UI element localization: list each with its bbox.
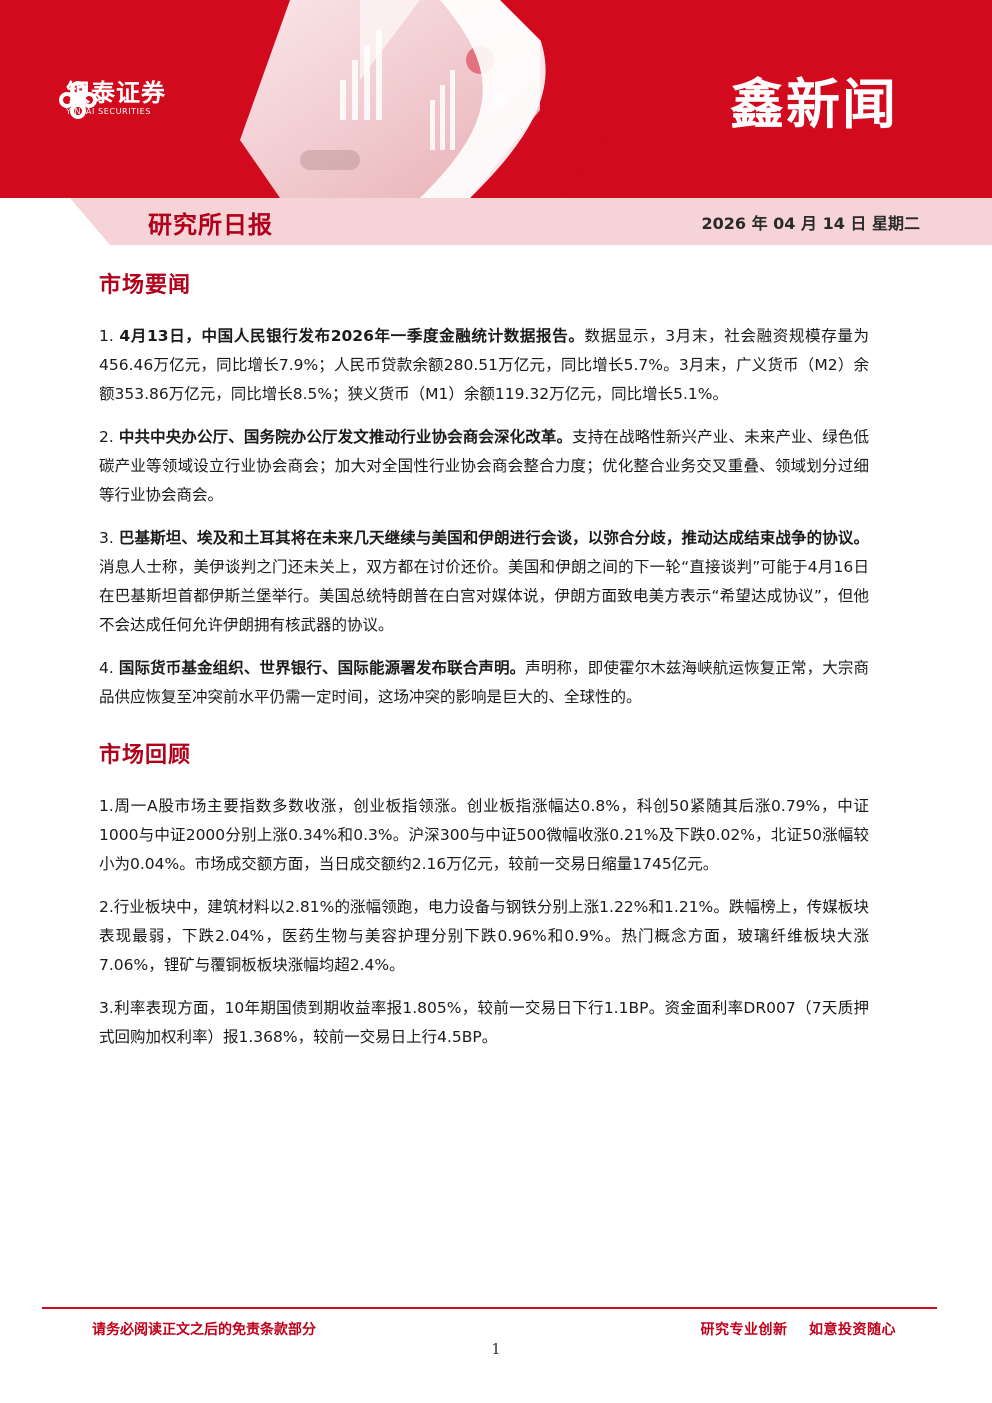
- report-date: 2026 年 04 月 14 日 星期二: [701, 214, 921, 233]
- news-item-text: 数据显示，3月末，社会融资规模存量为456.46万亿元，同比增长7.9%；人民币…: [99, 327, 869, 403]
- page-number: 1: [491, 1340, 501, 1358]
- bar-graphic-icon: [340, 30, 455, 150]
- news-item-number: 1.: [99, 327, 114, 345]
- report-header: 银泰证券 YINTAI SECURITIES 鑫新闻 研究所日报 2026 年 …: [0, 0, 992, 245]
- news-item-number: 3.: [99, 529, 114, 547]
- header-banner: [0, 0, 992, 245]
- news-item: 1. 4月13日，中国人民银行发布2026年一季度金融统计数据报告。数据显示，3…: [99, 322, 869, 409]
- footer-slogan: 研究专业创新 如意投资随心: [700, 1322, 896, 1338]
- news-list: 1. 4月13日，中国人民银行发布2026年一季度金融统计数据报告。数据显示，3…: [99, 322, 869, 712]
- review-item: 3.利率表现方面，10年期国债到期收益率报1.805%，较前一交易日下行1.1B…: [99, 999, 869, 1046]
- news-item: 4. 国际货币基金组织、世界银行、国际能源署发布联合声明。声明称，即使霍尔木兹海…: [99, 654, 869, 712]
- brand-title: 鑫新闻: [730, 72, 898, 136]
- section-title-market-review: 市场回顾: [99, 743, 192, 768]
- news-item-text: 声明称，即使霍尔木兹海峡航运恢复正常，大宗商品供应恢复至冲突前水平仍需一定时间，…: [99, 659, 869, 706]
- footer-disclaimer-link: 请务必阅读正文之后的免责条款部分: [92, 1322, 316, 1338]
- news-item: 3. 巴基斯坦、埃及和土耳其将在未来几天继续与美国和伊朗进行会谈，以弥合分歧，推…: [99, 524, 869, 640]
- news-item: 2. 中共中央办公厅、国务院办公厅发文推动行业协会商会深化改革。支持在战略性新兴…: [99, 423, 869, 510]
- news-item-headline: 中共中央办公厅、国务院办公厅发文推动行业协会商会深化改革。: [118, 428, 573, 446]
- news-item-number: 4.: [99, 659, 114, 677]
- logo-flower-icon: [59, 81, 97, 119]
- review-item: 1.周一A股市场主要指数多数收涨，创业板指领涨。创业板指涨幅达0.8%，科创50…: [99, 797, 869, 873]
- news-item-headline: 4月13日，中国人民银行发布2026年一季度金融统计数据报告。: [119, 327, 585, 345]
- news-item-text: 消息人士称，美伊谈判之门还未关上，双方都在讨价还价。美国和伊朗之间的下一轮“直接…: [99, 558, 869, 634]
- news-item-headline: 巴基斯坦、埃及和土耳其将在未来几天继续与美国和伊朗进行会谈，以弥合分歧，推动达成…: [118, 529, 869, 547]
- report-title: 研究所日报: [148, 211, 273, 239]
- review-item: 2.行业板块中，建筑材料以2.81%的涨幅领跑，电力设备与钢铁分别上涨1.22%…: [99, 898, 869, 974]
- report-body: 市场要闻 1. 4月13日，中国人民银行发布2026年一季度金融统计数据报告。数…: [99, 266, 869, 1052]
- footer-divider: [42, 1307, 937, 1309]
- section-title-market-news: 市场要闻: [99, 273, 192, 298]
- review-list: 1.周一A股市场主要指数多数收涨，创业板指领涨。创业板指涨幅达0.8%，科创50…: [99, 792, 869, 1052]
- news-item-number: 2.: [99, 428, 114, 446]
- company-logo: 银泰证券 YINTAI SECURITIES: [58, 80, 166, 119]
- news-item-text: 支持在战略性新兴产业、未来产业、绿色低碳产业等领域设立行业协会商会；加大对全国性…: [99, 428, 869, 504]
- news-item-headline: 国际货币基金组织、世界银行、国际能源署发布联合声明。: [118, 659, 526, 677]
- logo-english-name: YINTAI SECURITIES: [66, 107, 151, 116]
